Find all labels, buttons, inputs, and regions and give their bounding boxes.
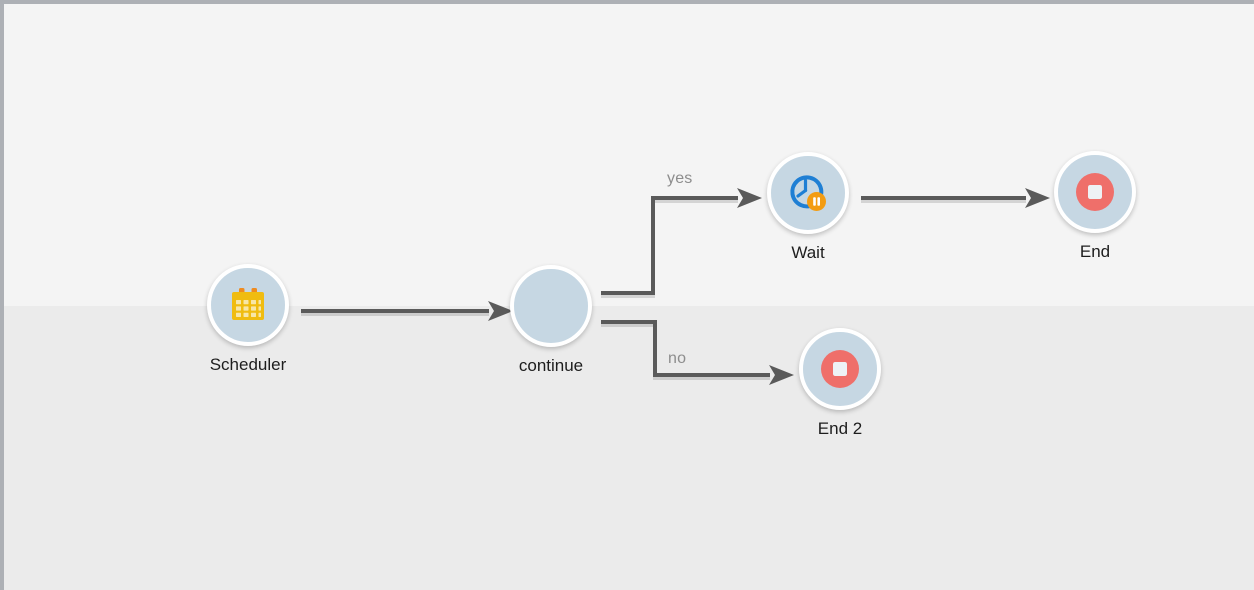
node-continue[interactable]: continue — [505, 265, 597, 376]
stop-icon — [1073, 170, 1117, 214]
node-end2-label: End 2 — [817, 419, 863, 438]
canvas-border-left — [0, 0, 4, 590]
node-wait-label: Wait — [791, 243, 825, 262]
canvas-band-bottom — [0, 306, 1254, 590]
node-end2[interactable]: End 2 — [794, 328, 886, 439]
node-scheduler[interactable]: Scheduler — [202, 264, 294, 375]
stop-icon — [818, 347, 862, 391]
node-continue-circle[interactable] — [510, 265, 592, 347]
node-end2-circle[interactable] — [799, 328, 881, 410]
node-scheduler-label: Scheduler — [209, 355, 287, 374]
node-scheduler-circle[interactable] — [207, 264, 289, 346]
node-continue-label: continue — [518, 356, 584, 375]
edge-label-yes: yes — [667, 170, 693, 187]
node-end-label: End — [1079, 242, 1111, 261]
node-wait[interactable]: Wait — [762, 152, 854, 263]
node-end[interactable]: End — [1049, 151, 1141, 262]
node-wait-circle[interactable] — [767, 152, 849, 234]
calendar-icon — [226, 283, 270, 327]
edge-label-no: no — [668, 350, 687, 367]
node-end-circle[interactable] — [1054, 151, 1136, 233]
canvas-border-top — [0, 0, 1254, 4]
clock-pause-icon — [785, 170, 831, 216]
